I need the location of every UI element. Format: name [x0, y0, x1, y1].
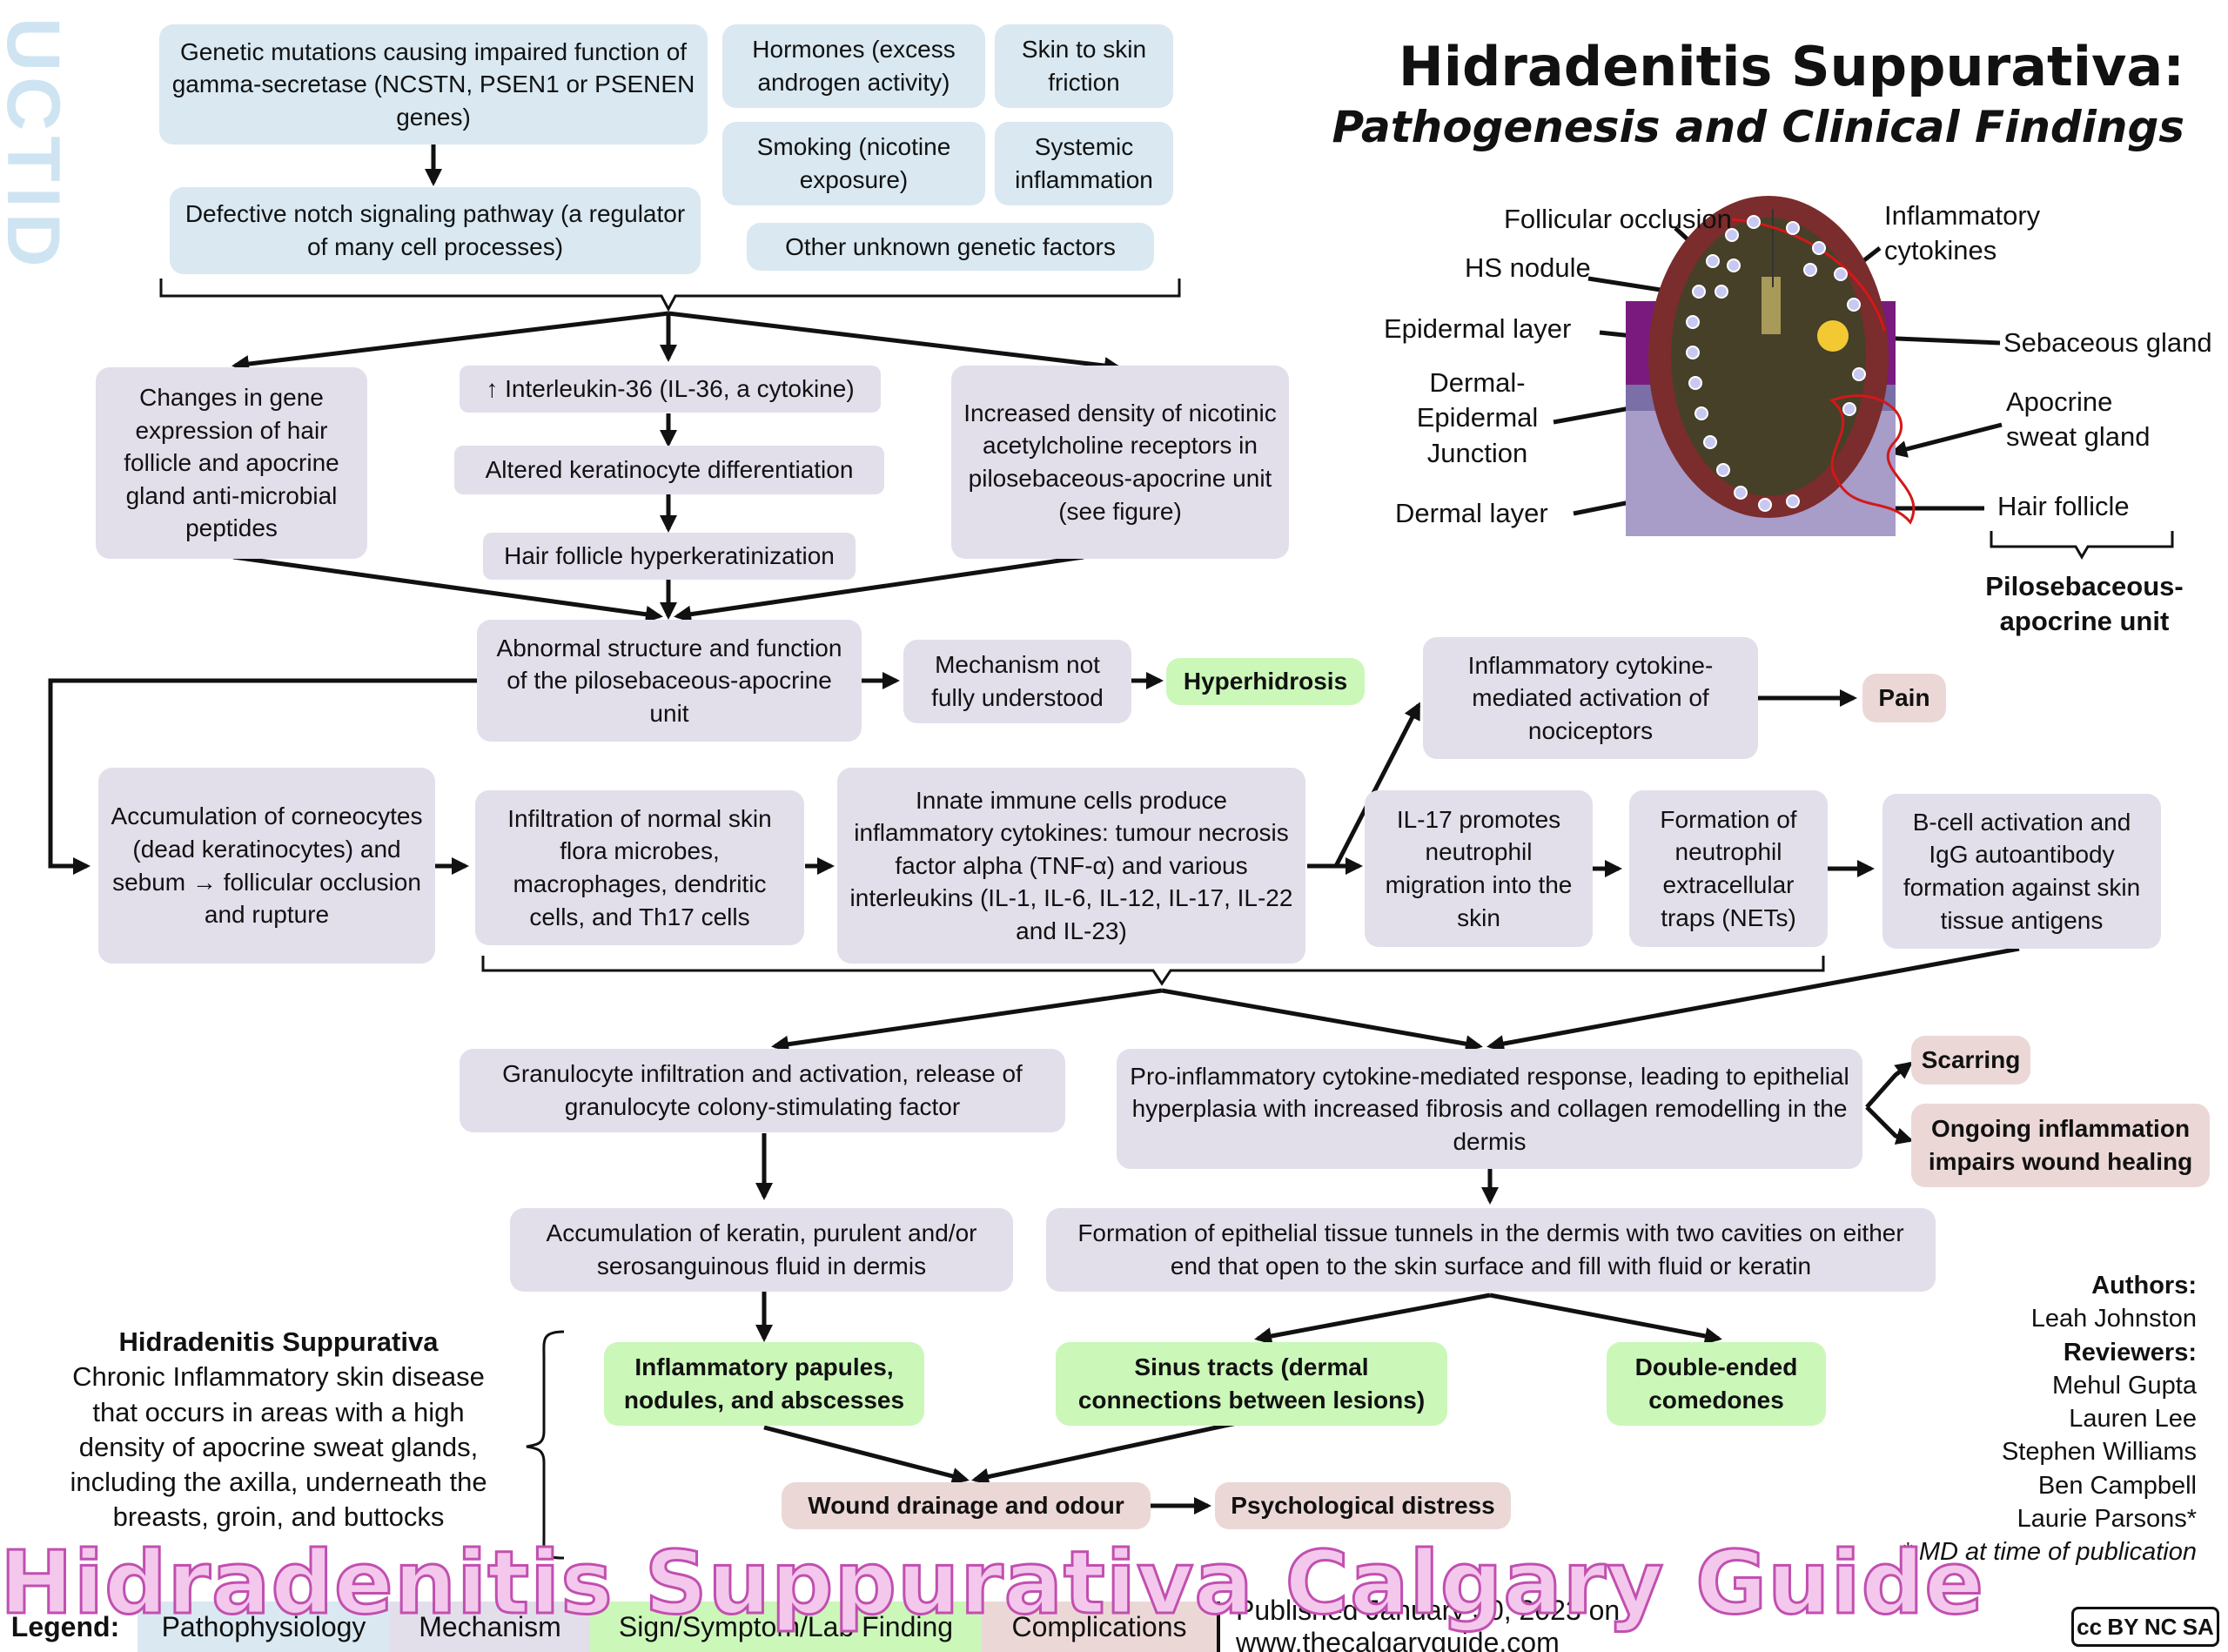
box-bcell: B-cell activation and IgG autoantibody f…	[1882, 794, 2161, 949]
label-dermal-layer: Dermal layer	[1395, 498, 1548, 528]
box-scarring: Scarring	[1911, 1036, 2030, 1085]
box-hormones: Hormones (excess androgen activity)	[722, 24, 985, 108]
reviewer-name: Stephen Williams	[2001, 1438, 2197, 1467]
box-keratinocyte: Altered keratinocyte differentiation	[454, 446, 884, 494]
reviewer-name: Laurie Parsons*	[2017, 1504, 2197, 1533]
nc-icon: NC	[2144, 1613, 2178, 1640]
box-friction: Skin to skin friction	[995, 24, 1173, 108]
box-ongoing-inflammation: Ongoing inflammation impairs wound heali…	[1911, 1104, 2210, 1187]
label-sebaceous-gland: Sebaceous gland	[2003, 327, 2212, 358]
box-pain: Pain	[1862, 674, 1946, 722]
definition-block: Hidradenitis Suppurativa Chronic Inflamm…	[52, 1325, 505, 1535]
title-block: Hidradenitis Suppurativa: Pathogenesis a…	[1332, 35, 2184, 152]
legend-pathophysiology: Pathophysiology	[138, 1602, 390, 1652]
box-proinflammatory: Pro-inflammatory cytokine-mediated respo…	[1117, 1049, 1862, 1169]
reviewers-label: Reviewers:	[2063, 1338, 2197, 1367]
box-innate-immune: Innate immune cells produce inflammatory…	[837, 768, 1305, 964]
pilosebaceous-figure	[1626, 196, 1916, 536]
box-nicotinic-receptors: Increased density of nicotinic acetylcho…	[951, 366, 1289, 559]
box-psychological-distress: Psychological distress	[1215, 1482, 1511, 1529]
box-sinus-tracts: Sinus tracts (dermal connections between…	[1056, 1342, 1447, 1426]
credits-note: * MD at time of publication	[1902, 1538, 2197, 1567]
box-hyperkeratinization: Hair follicle hyperkeratinization	[483, 533, 856, 580]
main-title: Hidradenitis Suppurativa:	[1398, 35, 2184, 98]
reviewer-name: Lauren Lee	[2069, 1405, 2197, 1434]
reviewer-name: Mehul Gupta	[2051, 1371, 2197, 1400]
cc-icon: cc	[2077, 1613, 2103, 1640]
label-hs-nodule: HS nodule	[1465, 252, 1591, 283]
box-nociceptors: Inflammatory cytokine-mediated activatio…	[1423, 637, 1758, 759]
box-papules: Inflammatory papules, nodules, and absce…	[604, 1342, 924, 1426]
subtitle: Pathogenesis and Clinical Findings	[1332, 102, 2184, 152]
label-follicular-occlusion: Follicular occlusion	[1504, 204, 1732, 234]
sa-icon: SA	[2182, 1613, 2214, 1640]
box-wound-drainage: Wound drainage and odour	[782, 1482, 1151, 1529]
by-icon: BY	[2107, 1613, 2139, 1640]
legend-label: Legend:	[10, 1610, 120, 1642]
definition-heading: Hidradenitis Suppurativa	[118, 1326, 439, 1357]
box-infiltration: Infiltration of normal skin flora microb…	[475, 790, 804, 945]
author-name: Leah Johnston	[2030, 1305, 2197, 1333]
authors-label: Authors:	[2091, 1272, 2197, 1299]
box-granulocyte: Granulocyte infiltration and activation,…	[460, 1049, 1065, 1132]
label-inflammatory-cytokines: Inflammatory cytokines	[1884, 200, 2041, 266]
label-apocrine-sweat-gland: Apocrine sweat gland	[2006, 386, 2151, 453]
label-hair-follicle: Hair follicle	[1997, 491, 2130, 521]
reviewer-name: Ben Campbell	[2037, 1471, 2197, 1500]
creative-commons-badge: cc BY NC SA	[2071, 1607, 2219, 1647]
box-corneocytes: Accumulation of corneocytes (dead kerati…	[98, 768, 435, 964]
box-genetic-mutations: Genetic mutations causing impaired funct…	[159, 24, 708, 144]
box-il17: IL-17 promotes neutrophil migration into…	[1365, 790, 1593, 947]
box-keratin-fluid: Accumulation of keratin, purulent and/or…	[510, 1208, 1013, 1292]
credits-block: Authors: Leah Johnston Reviewers: Mehul …	[1903, 1269, 2197, 1568]
box-hyperhidrosis: Hyperhidrosis	[1166, 658, 1365, 705]
label-pilosebaceous-unit: Pilosebaceous-apocrine unit	[1985, 571, 2184, 637]
label-dermal-epidermal-junction: Dermal-Epidermal Junction	[1416, 367, 1539, 468]
box-notch-pathway: Defective notch signaling pathway (a reg…	[170, 187, 701, 274]
box-mechanism-not-understood: Mechanism not fully understood	[903, 640, 1131, 723]
definition-body: Chronic Inflammatory skin disease that o…	[70, 1361, 487, 1533]
box-gene-expression: Changes in gene expression of hair folli…	[96, 367, 367, 559]
legend-complications: Complications	[982, 1602, 1217, 1652]
box-smoking: Smoking (nicotine exposure)	[722, 122, 985, 205]
side-watermark: UCTID	[0, 17, 75, 272]
box-unknown-genetic: Other unknown genetic factors	[747, 223, 1154, 271]
box-systemic-inflammation: Systemic inflammation	[995, 122, 1173, 205]
box-comedones: Double-ended comedones	[1607, 1342, 1826, 1426]
watermark-text: Hidradenitis Suppurativa Calgary Guide	[0, 1531, 1985, 1635]
box-epithelial-tunnels: Formation of epithelial tissue tunnels i…	[1046, 1208, 1936, 1292]
label-epidermal-layer: Epidermal layer	[1384, 313, 1572, 344]
legend-divider	[1217, 1602, 1220, 1652]
legend-mechanism: Mechanism	[390, 1602, 590, 1652]
box-nets: Formation of neutrophil extracellular tr…	[1629, 790, 1828, 947]
box-abnormal-structure: Abnormal structure and function of the p…	[477, 620, 862, 742]
legend-sign: Sign/Symptom/Lab Finding	[590, 1602, 982, 1652]
box-il36: ↑ Interleukin-36 (IL-36, a cytokine)	[460, 366, 881, 413]
